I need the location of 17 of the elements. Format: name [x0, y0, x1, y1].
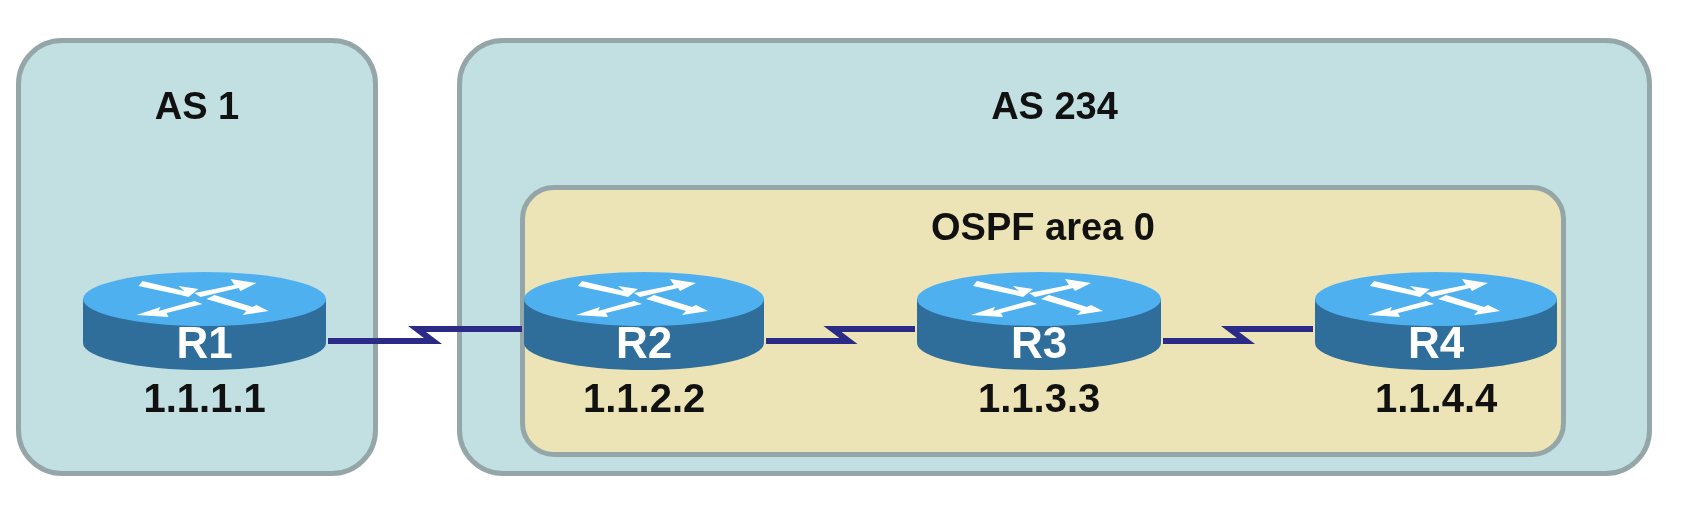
- router-name: R2: [615, 319, 673, 367]
- ospf-area: [520, 185, 1566, 457]
- router-name: R3: [1010, 319, 1068, 367]
- area-heading: OSPF area 0: [931, 206, 1155, 249]
- ip-address: 1.1.1.1: [143, 376, 266, 420]
- serial-link: [1163, 326, 1313, 344]
- router-name: R1: [176, 319, 233, 367]
- area-heading: AS 1: [154, 85, 240, 128]
- ip-address: 1.1.3.3: [978, 376, 1101, 420]
- as-region: [16, 38, 378, 476]
- area-heading: AS 234: [991, 85, 1118, 128]
- ip-address: 1.1.2.2: [583, 376, 706, 420]
- ip-address: 1.1.4.4: [1375, 376, 1498, 420]
- serial-link: [766, 326, 915, 344]
- as-region: [457, 38, 1652, 476]
- serial-link: [328, 326, 522, 344]
- router-name: R4: [1407, 319, 1465, 367]
